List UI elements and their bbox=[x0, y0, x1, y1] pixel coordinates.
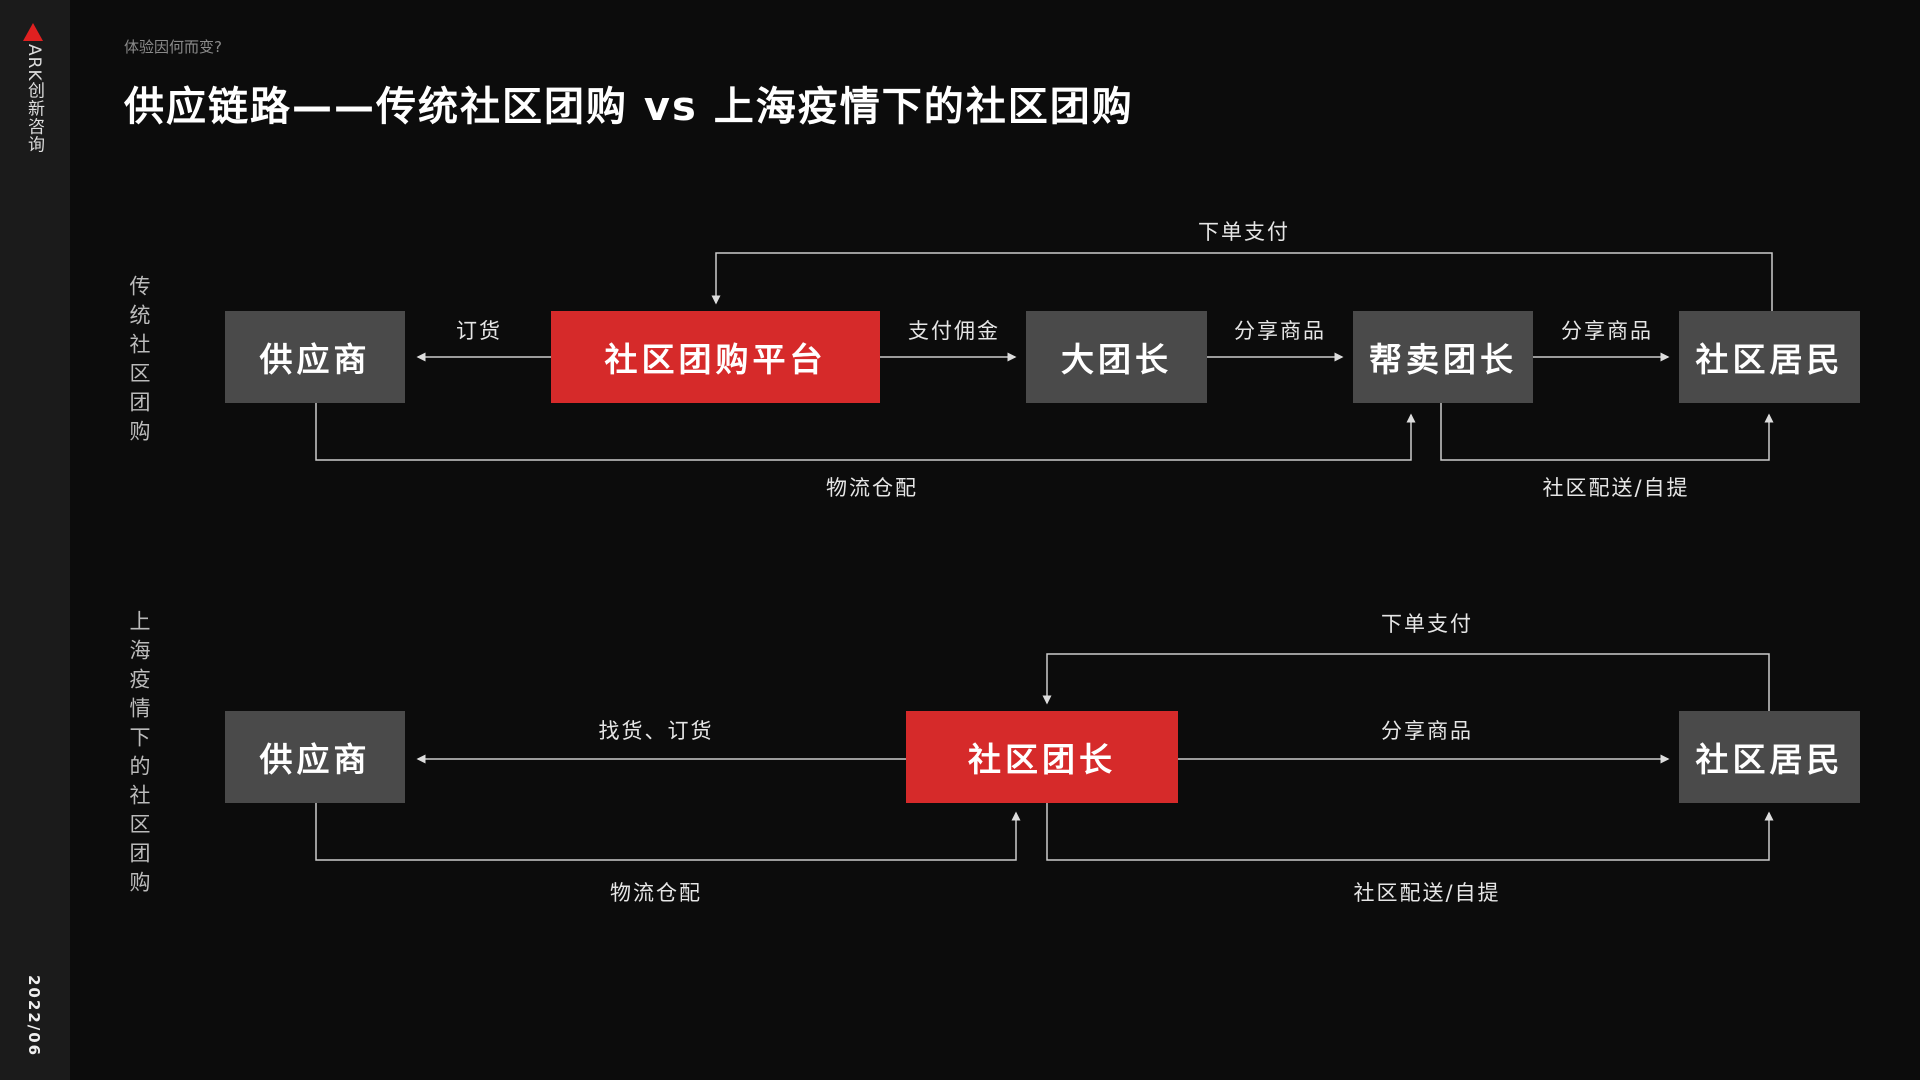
node-residents: 社区居民 bbox=[1679, 711, 1860, 803]
date: 2022/06 bbox=[25, 975, 43, 1058]
node-supplier: 供应商 bbox=[225, 711, 405, 803]
node-community-leader: 社区团长 bbox=[906, 711, 1178, 803]
section-label-traditional: 传统社区团购 bbox=[127, 275, 151, 449]
node-big-leader: 大团长 bbox=[1026, 311, 1207, 403]
section-label-shanghai: 上海疫情下的社区团购 bbox=[127, 610, 151, 900]
edge-label-order-pay: 下单支付 bbox=[1381, 612, 1473, 636]
edge-label-find-order: 找货、订货 bbox=[598, 719, 714, 743]
page-title: 供应链路——传统社区团购 vs 上海疫情下的社区团购 bbox=[124, 84, 1134, 130]
edge-label-order-pay: 下单支付 bbox=[1198, 220, 1290, 244]
ark-logo: ARK创新咨询 bbox=[22, 22, 44, 154]
node-supplier: 供应商 bbox=[225, 311, 405, 403]
sidebar: ARK创新咨询 2022/06 bbox=[0, 0, 70, 1080]
edge-label-delivery: 社区配送/自提 bbox=[1353, 881, 1501, 905]
edge-label-commission: 支付佣金 bbox=[908, 319, 1000, 343]
edge-label-logistics: 物流仓配 bbox=[826, 476, 918, 500]
edge-label-order-goods: 订货 bbox=[456, 319, 502, 343]
edge-label-share: 分享商品 bbox=[1234, 319, 1326, 343]
edge-label-logistics: 物流仓配 bbox=[610, 881, 702, 905]
edge-label-share: 分享商品 bbox=[1561, 319, 1653, 343]
node-platform: 社区团购平台 bbox=[551, 311, 880, 403]
node-helper-leader: 帮卖团长 bbox=[1353, 311, 1533, 403]
subtitle: 体验因何而变? bbox=[124, 38, 222, 56]
logo-text: ARK创新咨询 bbox=[24, 44, 44, 154]
edge-label-share: 分享商品 bbox=[1381, 719, 1473, 743]
edge-label-delivery: 社区配送/自提 bbox=[1542, 476, 1690, 500]
node-residents: 社区居民 bbox=[1679, 311, 1860, 403]
